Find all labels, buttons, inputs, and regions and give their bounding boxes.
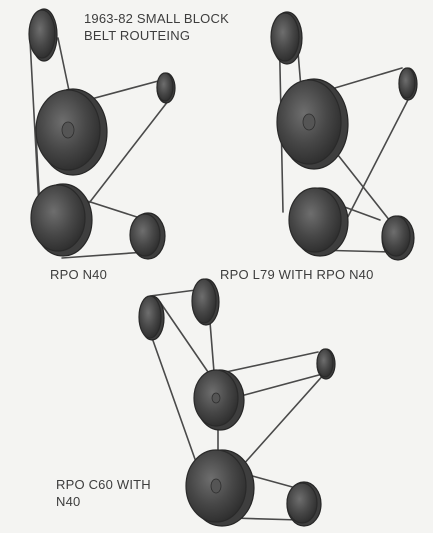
c60-belt-top-pair — [149, 289, 197, 297]
n40-lower-pulley — [30, 183, 93, 257]
c60-middle-pulley — [193, 369, 245, 431]
c60-top-left-pulley — [138, 295, 165, 341]
c60-pulleys — [138, 278, 336, 527]
n40-right-small-pulley — [156, 72, 176, 104]
label-rpo-c60-line-2: N40 — [56, 494, 81, 509]
l79-right-small-pulley — [398, 67, 418, 101]
n40-top-pulley — [28, 8, 58, 62]
c60-belt-mid-down — [209, 321, 215, 373]
c60-large-crank-pulley — [185, 449, 255, 527]
title-line-2: BELT ROUTEING — [84, 28, 191, 43]
c60-belt-left-long — [144, 317, 197, 463]
n40-large-center-pulley — [35, 88, 108, 176]
diagram-title: 1963-82 SMALL BLOCK BELT ROUTEING — [84, 10, 229, 44]
l79-lower-right-pulley — [381, 215, 415, 261]
c60-belt-right-top — [225, 351, 319, 373]
n40-belt-lower-2 — [61, 251, 147, 259]
title-line-1: 1963-82 SMALL BLOCK — [84, 11, 229, 26]
label-rpo-c60-line-1: RPO C60 WITH — [56, 477, 151, 492]
label-rpo-l79: RPO L79 WITH RPO N40 — [220, 267, 374, 282]
l79-top-pulley — [270, 11, 303, 65]
c60-belt-left-cross — [159, 301, 209, 373]
label-rpo-n40: RPO N40 — [50, 267, 108, 282]
n40-belt-upper-left — [29, 39, 41, 226]
l79-large-center-pulley — [276, 78, 349, 170]
l79-pulleys — [270, 11, 418, 261]
c60-right-small-pulley — [316, 348, 336, 380]
c60-lower-right-pulley — [286, 481, 322, 527]
l79-belt-cross-down — [333, 149, 395, 227]
l79-lower-pulley — [288, 187, 349, 257]
l79-belt-right-down — [337, 91, 413, 237]
n40-lower-right-pulley — [129, 212, 166, 260]
c60-belt-bottom-2 — [231, 517, 301, 521]
c60-top-center-pulley — [191, 278, 220, 326]
c60-belts — [144, 289, 331, 521]
c60-belt-right-down — [241, 371, 327, 467]
n40-pulleys — [28, 8, 176, 260]
label-rpo-c60: RPO C60 WITH N40 — [56, 476, 151, 510]
